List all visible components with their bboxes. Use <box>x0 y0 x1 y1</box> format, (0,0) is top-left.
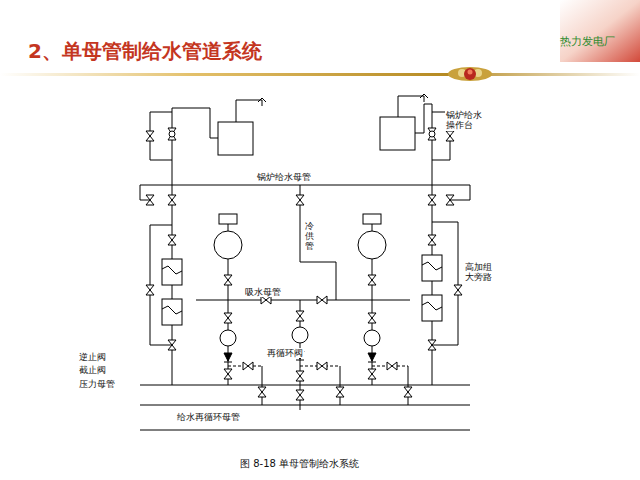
pipe-label: 给水再循环母管 <box>176 412 241 422</box>
valve-label: 逆止阀 <box>78 352 107 362</box>
pipe-label: 高加组大旁路 <box>464 262 496 283</box>
slide-title: 2、单母管制给水管道系统 <box>28 40 262 63</box>
figure-caption: 图 8-18 单母管制给水系统 <box>240 458 359 470</box>
pipe-label: 锅炉给水操作台 <box>445 110 487 131</box>
valve-label: 再循环阀 <box>266 348 304 358</box>
pipe-label: 冷供管 <box>304 222 315 252</box>
valve-label: 截止阀 <box>78 365 107 375</box>
pipe-label: 压力母管 <box>78 379 116 389</box>
pipe-label: 锅炉给水母管 <box>256 172 312 182</box>
pipe-label: 吸水母管 <box>244 287 282 297</box>
watermark: 热力发电厂 <box>560 36 615 49</box>
